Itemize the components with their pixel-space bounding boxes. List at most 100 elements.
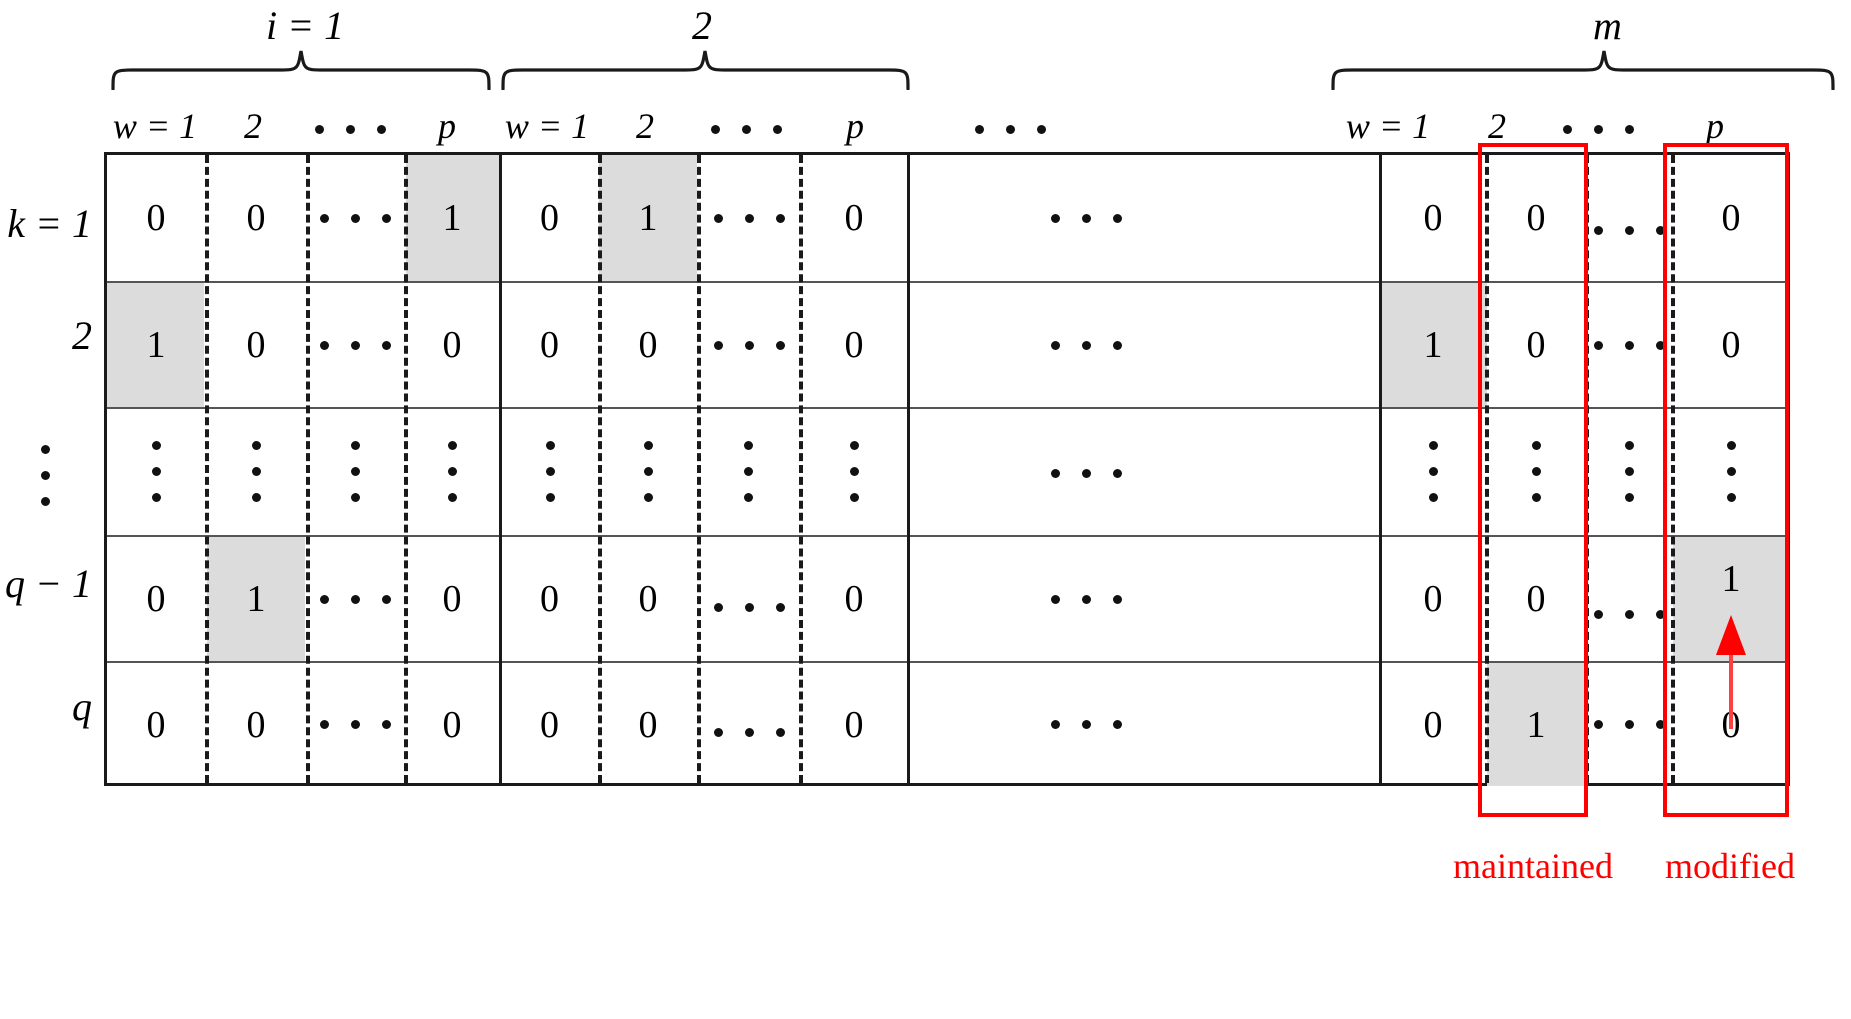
rowlabel-k-1: k = 1 xyxy=(7,201,92,246)
cell-b2-rdots-c1 xyxy=(537,435,563,507)
cell-b2-r2-c1: 0 xyxy=(540,324,559,366)
cell-b1-r1-cdots xyxy=(307,211,404,225)
highlight-b1-rq1-c2 xyxy=(207,537,305,661)
cell-b2-r2-cp: 0 xyxy=(844,324,864,366)
cell-b1-r2-cdots xyxy=(307,338,404,352)
colheader-b2-c2: 2 xyxy=(636,106,654,146)
up-arrow-icon xyxy=(1713,613,1749,731)
cell-b2-r1-cdots xyxy=(699,211,799,225)
cell-bm-r2-cdots xyxy=(1587,338,1671,352)
cell-bm-r2-c2: 0 xyxy=(1526,324,1546,366)
cell-b2-rq1-c2: 0 xyxy=(638,578,658,620)
cell-bm-r2-cp: 0 xyxy=(1721,324,1741,366)
modified-label: modified xyxy=(1665,846,1795,886)
highlight-bm-rq-c2 xyxy=(1487,663,1587,786)
cell-b1-rq1-c2: 1 xyxy=(246,578,266,620)
colheader-b2-c1: w = 1 xyxy=(504,106,590,146)
cell-bm-rdots-c2 xyxy=(1523,435,1549,507)
colheader-bm-c2: 2 xyxy=(1488,106,1506,146)
cell-b1-r2-c1: 1 xyxy=(146,324,166,366)
block-sep-1 xyxy=(499,155,502,783)
cell-bm-rq-c2: 1 xyxy=(1526,703,1546,746)
cell-bm-r1-cdots xyxy=(1587,223,1671,237)
colheader-bm-cp: p xyxy=(1706,106,1724,146)
cell-b2-rq-c1: 0 xyxy=(540,703,559,746)
rowlabel-q: q xyxy=(72,684,92,729)
colheader-bm-c1: w = 1 xyxy=(1345,106,1431,146)
assignment-matrix-grid: 0 0 1 1 0 0 0 1 0 0 0 0 0 1 0 0 0 0 0 0 … xyxy=(104,152,1790,786)
cell-b1-rq-cp: 0 xyxy=(442,703,462,746)
cell-bm-r1-c2: 0 xyxy=(1526,197,1546,239)
cell-gap-r1 xyxy=(1021,211,1151,225)
rowlabel-q-minus-1: q − 1 xyxy=(5,561,92,606)
brace-i-m xyxy=(1330,48,1836,90)
colheader-b1-cp: p xyxy=(438,106,456,146)
cell-b1-rdots-cp xyxy=(439,435,465,507)
cell-b2-r2-cdots xyxy=(699,338,799,352)
row-separator-1 xyxy=(107,281,1787,283)
subcol-sep-b1-2 xyxy=(306,155,310,783)
cell-bm-r1-cp: 0 xyxy=(1721,197,1741,239)
subcol-sep-bm-3 xyxy=(1671,155,1675,783)
cell-b1-rdots-c1 xyxy=(143,435,169,507)
cell-b1-rq-c1: 0 xyxy=(146,703,166,746)
cell-bm-rq1-cdots xyxy=(1587,607,1671,621)
brace-label-i-1: i = 1 xyxy=(266,3,345,48)
cell-bm-rdots-c1 xyxy=(1420,435,1446,507)
cell-b1-rq1-cdots xyxy=(307,592,404,606)
cell-b2-rq-c2: 0 xyxy=(638,703,658,746)
cell-b2-rdots-c2 xyxy=(635,435,661,507)
cell-b1-rdots-c2 xyxy=(243,435,269,507)
cell-b2-r1-c1: 0 xyxy=(540,197,559,239)
subcol-sep-bm-1 xyxy=(1485,155,1489,783)
cell-b2-rq1-c1: 0 xyxy=(540,578,559,620)
subcol-sep-b1-3 xyxy=(404,155,408,783)
cell-bm-r1-c1: 0 xyxy=(1423,197,1443,239)
cell-gap-rq1 xyxy=(1021,592,1151,606)
cell-bm-rdots-cp xyxy=(1718,435,1744,507)
maintained-column-box xyxy=(1478,143,1588,817)
cell-b1-r2-c2: 0 xyxy=(246,324,266,366)
cell-b1-rq1-c1: 0 xyxy=(146,578,166,620)
cell-b2-rdots-cp xyxy=(841,435,867,507)
highlight-bm-r2-c1 xyxy=(1381,283,1487,407)
colheader-b2-ellipsis xyxy=(694,122,798,136)
cell-gap-r2 xyxy=(1021,338,1151,352)
cell-b2-r2-c2: 0 xyxy=(638,324,658,366)
subcol-sep-b2-1 xyxy=(598,155,602,783)
cell-b1-r1-c2: 0 xyxy=(246,197,266,239)
highlight-b2-r1-c2 xyxy=(599,155,697,281)
subcol-sep-b2-2 xyxy=(697,155,701,783)
block-sep-2 xyxy=(907,155,910,783)
colheader-gap-ellipsis xyxy=(950,122,1070,136)
row-separator-2 xyxy=(107,407,1787,409)
row-separator-4 xyxy=(107,661,1787,663)
cell-b2-r1-c2: 1 xyxy=(638,197,658,239)
subcol-sep-b2-3 xyxy=(799,155,803,783)
cell-b1-r1-cp: 1 xyxy=(442,197,462,239)
cell-b2-rq1-cdots xyxy=(699,600,799,614)
cell-bm-rdots-c3 xyxy=(1616,435,1642,507)
modified-column-box xyxy=(1663,143,1789,817)
cell-b1-rq1-cp: 0 xyxy=(442,578,462,620)
cell-bm-rq-c1: 0 xyxy=(1423,703,1443,746)
colheader-b1-c1: w = 1 xyxy=(112,106,198,146)
cell-bm-rq-cdots xyxy=(1587,717,1671,731)
rowlabel-vdots xyxy=(30,430,60,520)
cell-b1-r1-c1: 0 xyxy=(146,197,166,239)
cell-b2-rdots-c3 xyxy=(735,435,761,507)
maintained-label: maintained xyxy=(1453,846,1613,886)
row-separator-3 xyxy=(107,535,1787,537)
colheader-b2-cp: p xyxy=(846,106,864,146)
block-sep-3 xyxy=(1379,155,1382,783)
brace-i-1 xyxy=(110,48,492,90)
colheader-b1-ellipsis xyxy=(302,122,398,136)
highlight-b1-r2-c1 xyxy=(107,283,204,407)
cell-b2-rq1-cp: 0 xyxy=(844,578,864,620)
brace-label-i-2: 2 xyxy=(692,3,712,48)
subcol-sep-b1-1 xyxy=(205,155,209,783)
colheader-b1-c2: 2 xyxy=(244,106,262,146)
cell-b2-rq-cdots xyxy=(699,725,799,739)
cell-bm-rq1-cp: 1 xyxy=(1721,558,1741,600)
rowlabel-2: 2 xyxy=(72,313,92,358)
